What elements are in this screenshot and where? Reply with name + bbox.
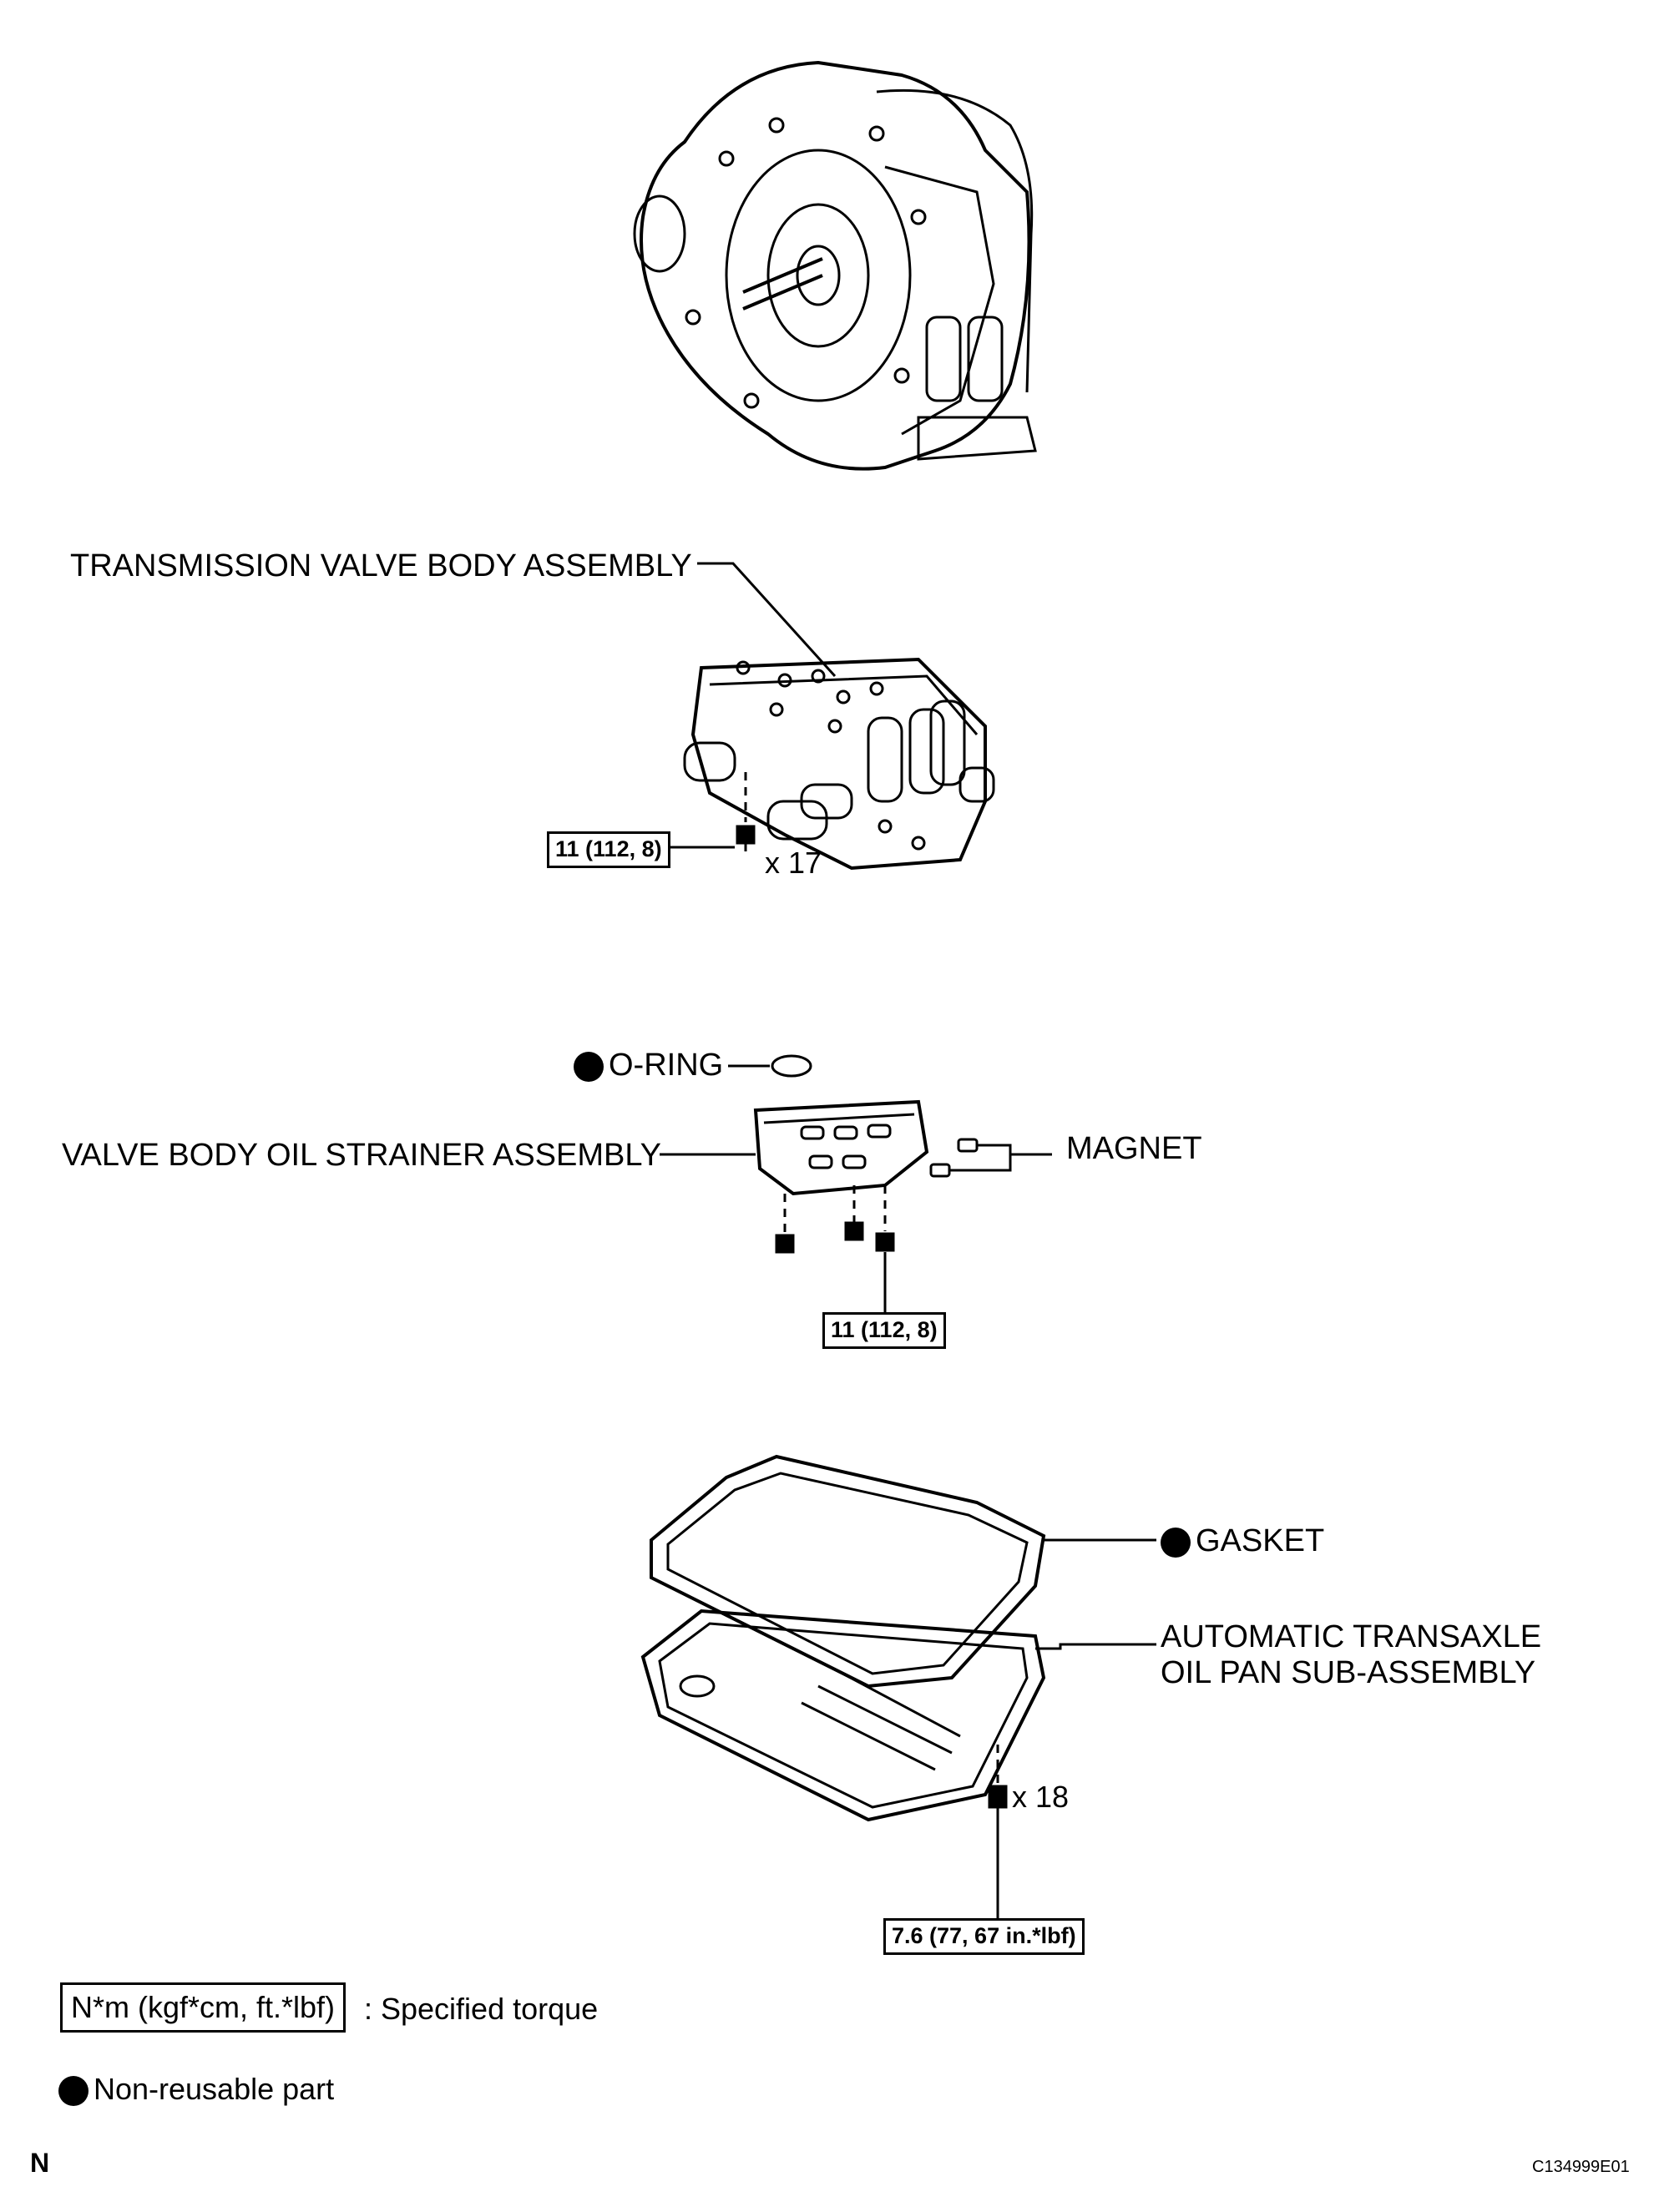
label-o-ring: O-RING — [574, 1049, 723, 1082]
legend-torque-desc: : Specified torque — [364, 1992, 599, 2026]
label-strainer: VALVE BODY OIL STRAINER ASSEMBLY — [62, 1138, 662, 1173]
torque-oil-pan: 7.6 (77, 67 in.*lbf) — [883, 1918, 1085, 1955]
oil-pan-illustration — [640, 1608, 1046, 1920]
legend-nonreusable: Non-reusable part — [58, 2072, 335, 2107]
corner-mark: N — [30, 2148, 50, 2178]
valve-body-illustration — [668, 657, 995, 871]
torque-valve-body: 11 (112, 8) — [547, 831, 670, 868]
figure-id: C134999E01 — [1532, 2158, 1630, 2176]
label-oil-pan-line2: OIL PAN SUB-ASSEMBLY — [1161, 1655, 1536, 1690]
legend-nonreusable-text: Non-reusable part — [94, 2072, 335, 2106]
magnet-illustration — [929, 1138, 1052, 1178]
label-magnet: MAGNET — [1066, 1131, 1202, 1166]
legend-torque-box: N*m (kgf*cm, ft.*lbf) — [60, 1982, 346, 2033]
label-gasket: GASKET — [1161, 1525, 1324, 1558]
nonreusable-marker-icon — [1161, 1527, 1191, 1558]
gasket-illustration — [650, 1454, 1046, 1689]
oil-strainer-illustration — [753, 1099, 929, 1315]
transaxle-case-illustration — [633, 60, 1037, 471]
valve-body-leader-line — [697, 562, 837, 678]
nonreusable-marker-icon — [574, 1051, 604, 1082]
torque-strainer: 11 (112, 8) — [822, 1312, 946, 1349]
o-ring-illustration — [771, 1054, 812, 1078]
nonreusable-marker-icon — [58, 2076, 89, 2107]
oil-pan-leader-line — [1035, 1643, 1156, 1650]
label-gasket-text: GASKET — [1196, 1523, 1325, 1558]
label-valve-body: TRANSMISSION VALVE BODY ASSEMBLY — [70, 548, 692, 583]
label-oil-pan-line1: AUTOMATIC TRANSAXLE — [1161, 1619, 1542, 1654]
qty-oil-pan-bolts: x 18 — [1012, 1780, 1070, 1814]
qty-valve-body-bolts: x 17 — [765, 846, 822, 880]
label-o-ring-text: O-RING — [609, 1048, 724, 1083]
